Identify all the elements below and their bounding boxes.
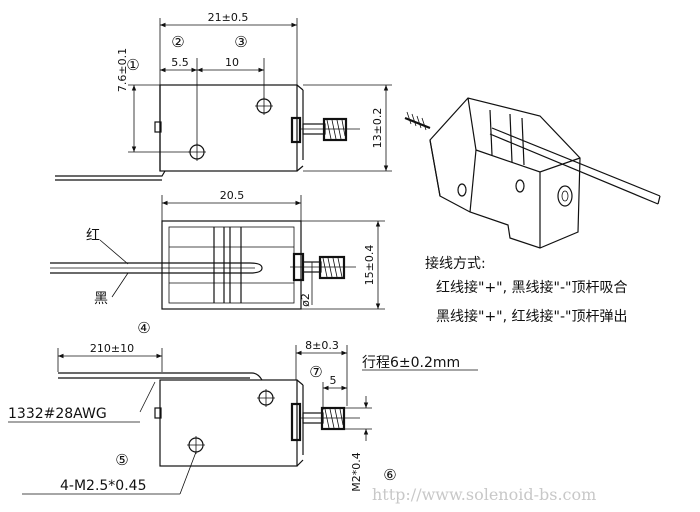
bottom-view: 210±10 8±0.3 5 M2*0.4 1332#28AWG 4-M2.5*… bbox=[8, 339, 478, 495]
callout-6: ⑥ bbox=[383, 466, 396, 484]
mid-lead-wires bbox=[50, 262, 263, 274]
label-wire-spec: 1332#28AWG bbox=[8, 406, 107, 422]
bot-body-outline bbox=[159, 379, 298, 467]
dim-top-height: 7.6±0.1 bbox=[116, 48, 129, 92]
callout-7: ⑦ bbox=[309, 363, 322, 381]
mid-plunger-thread bbox=[318, 255, 346, 280]
iso-frame-outline bbox=[429, 97, 581, 249]
iso-plunger bbox=[404, 116, 431, 130]
top-plunger-thread bbox=[322, 117, 348, 142]
wiring-notes: 接线方式: 红线接"+", 黑线接"-"顶杆吸合 黑线接"+", 红线接"-"顶… bbox=[425, 255, 627, 325]
dim-bot-thread: M2*0.4 bbox=[350, 452, 363, 491]
dim-bot-lead-length: 210±10 bbox=[90, 342, 134, 355]
iso-side-hole-2 bbox=[457, 183, 467, 197]
dim-mid-width: 20.5 bbox=[220, 189, 245, 202]
callout-2: ② bbox=[171, 33, 184, 51]
dim-bot-stroke-width: 8±0.3 bbox=[305, 339, 339, 352]
label-black: 黑 bbox=[94, 291, 108, 307]
watermark: http://www.solenoid-bs.com bbox=[372, 485, 596, 504]
middle-view: 20.5 15±0.4 ø2 红 黑 ④ bbox=[50, 189, 385, 337]
wiring-title: 接线方式: bbox=[425, 255, 486, 272]
label-stroke: 行程6±0.2mm bbox=[362, 355, 460, 371]
bot-plunger-thread bbox=[320, 406, 346, 431]
iso-lead-wires bbox=[491, 127, 661, 197]
dim-mid-shaft: ø2 bbox=[299, 293, 312, 307]
dim-top-width: 21±0.5 bbox=[208, 11, 249, 24]
wiring-line-1: 红线接"+", 黑线接"-"顶杆吸合 bbox=[436, 279, 627, 296]
bot-bobbin-flange bbox=[290, 402, 302, 442]
label-red: 红 bbox=[86, 228, 100, 244]
dim-top-right-height: 13±0.2 bbox=[371, 108, 384, 149]
top-bobbin-flange bbox=[290, 116, 302, 144]
top-view: 21±0.5 5.5 10 7.6±0.1 13±0.2 ① ② ③ bbox=[55, 11, 392, 181]
label-mount-holes: 4-M2.5*0.45 bbox=[60, 478, 146, 494]
dim-top-left: 5.5 bbox=[171, 56, 189, 69]
dim-top-mid: 10 bbox=[225, 56, 239, 69]
callout-5: ⑤ bbox=[115, 451, 128, 469]
iso-end-hole bbox=[557, 185, 573, 207]
top-body-outline bbox=[159, 84, 298, 172]
iso-side-hole-1 bbox=[515, 179, 525, 193]
mid-frame-outline bbox=[161, 220, 302, 310]
callout-3: ③ bbox=[234, 33, 247, 51]
isometric-view bbox=[404, 97, 661, 249]
dim-bot-5: 5 bbox=[330, 374, 337, 387]
callout-4: ④ bbox=[137, 319, 150, 337]
wiring-line-2: 黑线接"+", 红线接"-"顶杆弹出 bbox=[436, 308, 627, 325]
callout-1: ① bbox=[126, 56, 139, 74]
dim-mid-right-height: 15±0.4 bbox=[363, 245, 376, 286]
